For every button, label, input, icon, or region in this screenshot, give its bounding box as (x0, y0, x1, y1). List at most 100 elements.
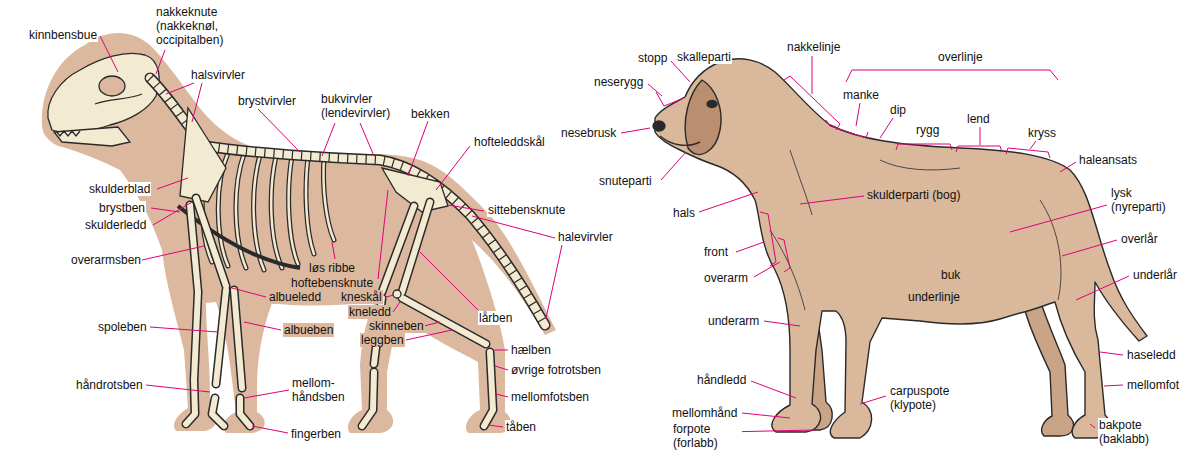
leader-line (1010, 205, 1107, 232)
bracket (956, 146, 1002, 152)
part-label: forpote (forlabb) (672, 422, 742, 450)
part-label: overarmsben (70, 253, 142, 267)
part-label: skalleparti (676, 50, 732, 64)
leader-line (244, 390, 289, 398)
leader-line (648, 84, 662, 96)
leader-line (100, 36, 118, 72)
eye-socket (99, 76, 125, 96)
part-label: lårben (478, 311, 513, 325)
part-label: kneskål (340, 290, 383, 304)
leader-line (1100, 352, 1123, 355)
part-label: bekken (410, 107, 451, 121)
leader-line (751, 381, 796, 398)
nose (653, 121, 665, 131)
part-label: sittebensknute (487, 203, 566, 217)
leader-line (332, 242, 335, 259)
limb-bones (186, 198, 493, 426)
bracket (1006, 148, 1050, 158)
skeleton (48, 53, 545, 426)
part-label: halsvirvler (190, 68, 246, 82)
part-label: mellom- håndsben (291, 376, 353, 404)
part-label: øvrige fotrotsben (510, 363, 602, 377)
leader-line (1104, 385, 1123, 386)
part-label: mellomfotsben (510, 390, 590, 404)
leader-line (232, 288, 266, 297)
leader-line (252, 426, 288, 433)
part-label: neserygg (593, 75, 644, 89)
leader-line (166, 83, 202, 122)
leader-line (742, 413, 790, 418)
leader-line (800, 196, 864, 204)
bracket (760, 212, 776, 266)
part-label: spoleben (97, 320, 148, 334)
dog-body (655, 59, 1147, 438)
leader-line (146, 385, 210, 392)
leader-line (764, 321, 800, 326)
part-label: leggben (360, 333, 405, 347)
spine (150, 78, 545, 325)
leader-line (472, 216, 562, 318)
leader-line (322, 123, 374, 156)
bracket (846, 70, 1058, 82)
vertebra-joints (150, 78, 545, 325)
part-label: hofteleddskål (473, 135, 546, 149)
part-label: hals (672, 206, 696, 220)
part-label: underlår (1132, 268, 1178, 282)
leader-line (494, 350, 508, 351)
leader-line (661, 152, 686, 180)
limb-bones-outline (186, 198, 493, 426)
part-label: albueledd (268, 290, 322, 304)
part-label: hælben (510, 343, 552, 357)
leader-line (258, 109, 300, 152)
leader-line (496, 394, 508, 397)
leader-line (156, 50, 165, 74)
bracket (656, 92, 684, 106)
leader-line (856, 103, 860, 126)
part-label: skinneben (368, 319, 425, 333)
leader-line (1076, 276, 1129, 300)
leader-line (408, 121, 428, 176)
skull (48, 53, 159, 132)
part-label: lysk (nyreparti) (1110, 186, 1184, 214)
leader-line (1062, 240, 1117, 256)
part-label: manke (842, 88, 880, 102)
leader-line (699, 192, 758, 212)
leader-line (488, 425, 503, 427)
leader-line (860, 396, 886, 404)
part-label: haseledd (1126, 348, 1177, 362)
leader-line (495, 366, 508, 370)
part-label: løs ribbe (308, 261, 356, 275)
leader-line (150, 327, 218, 332)
leader-line (386, 295, 394, 297)
leader-line (621, 128, 650, 133)
part-label: dip (889, 103, 907, 117)
leader-line (142, 246, 204, 260)
shoulder-blade (180, 108, 226, 202)
jaw (54, 127, 130, 146)
part-label: skulderblad (88, 182, 151, 196)
leader-line (153, 202, 192, 225)
part-label: skulderparti (bog) (866, 188, 961, 202)
leader-line (424, 322, 440, 326)
leader-line (420, 252, 478, 310)
part-label: stopp (637, 51, 668, 65)
part-label: nakkeknute (nakkeknøl, occipitalben) (155, 5, 239, 47)
leader-line (244, 322, 281, 330)
part-label: skulderledd (84, 218, 147, 232)
part-label: håndrotsben (75, 378, 144, 392)
leader-line (754, 262, 780, 277)
part-label: bakpote (baklabb) (1098, 418, 1168, 446)
leader-line (671, 61, 690, 82)
part-label: brystben (98, 201, 146, 215)
part-label: kneledd (348, 305, 392, 319)
leader-line (880, 118, 893, 138)
leader-line (1030, 141, 1036, 149)
part-label: snuteparti (598, 174, 653, 188)
leader-line (980, 127, 981, 145)
part-label: underarm (707, 314, 760, 328)
part-label: buk (940, 268, 961, 282)
leader-line (378, 190, 388, 279)
part-label: overlår (1120, 232, 1159, 246)
